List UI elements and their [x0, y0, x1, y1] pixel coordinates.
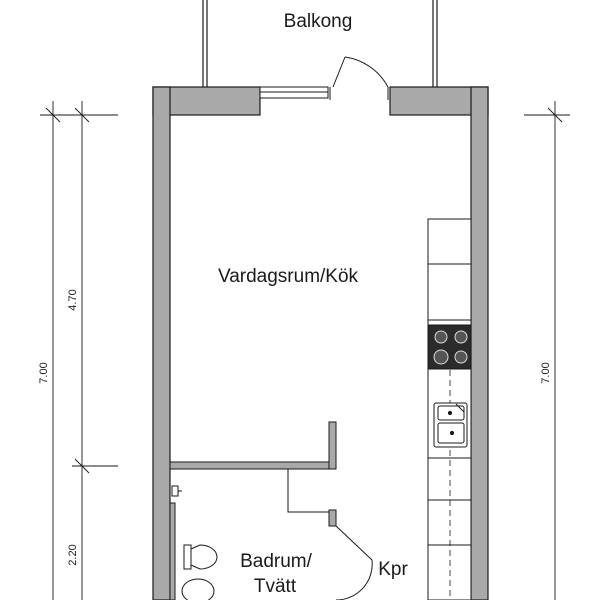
closet-label: Kpr [378, 559, 408, 580]
left-dimension-lines [40, 101, 118, 600]
living-kitchen-label: Vardagsrum/Kök [218, 266, 359, 287]
bathroom-label-line1: Badrum/ [240, 551, 313, 572]
bathroom-cabinet [287, 469, 329, 513]
dimension-left-total: 7.00 [38, 362, 50, 383]
closet-door [335, 525, 373, 600]
right-dimension-lines [524, 101, 570, 600]
balcony-door [329, 56, 389, 100]
dimension-left-lower: 2.20 [67, 544, 79, 565]
balcony-outline [202, 0, 438, 87]
window [259, 86, 329, 99]
dimension-right-total: 7.00 [540, 362, 552, 383]
interior-walls [169, 421, 337, 600]
stove-icon [427, 324, 472, 370]
exterior-walls [152, 86, 489, 600]
kitchen-sink-icon [433, 402, 468, 448]
balcony-label: Balkong [284, 11, 353, 32]
dimension-left-upper: 4.70 [67, 289, 79, 310]
bathroom-fixtures-icon [171, 485, 218, 600]
bathroom-label-line2: Tvätt [254, 576, 297, 597]
